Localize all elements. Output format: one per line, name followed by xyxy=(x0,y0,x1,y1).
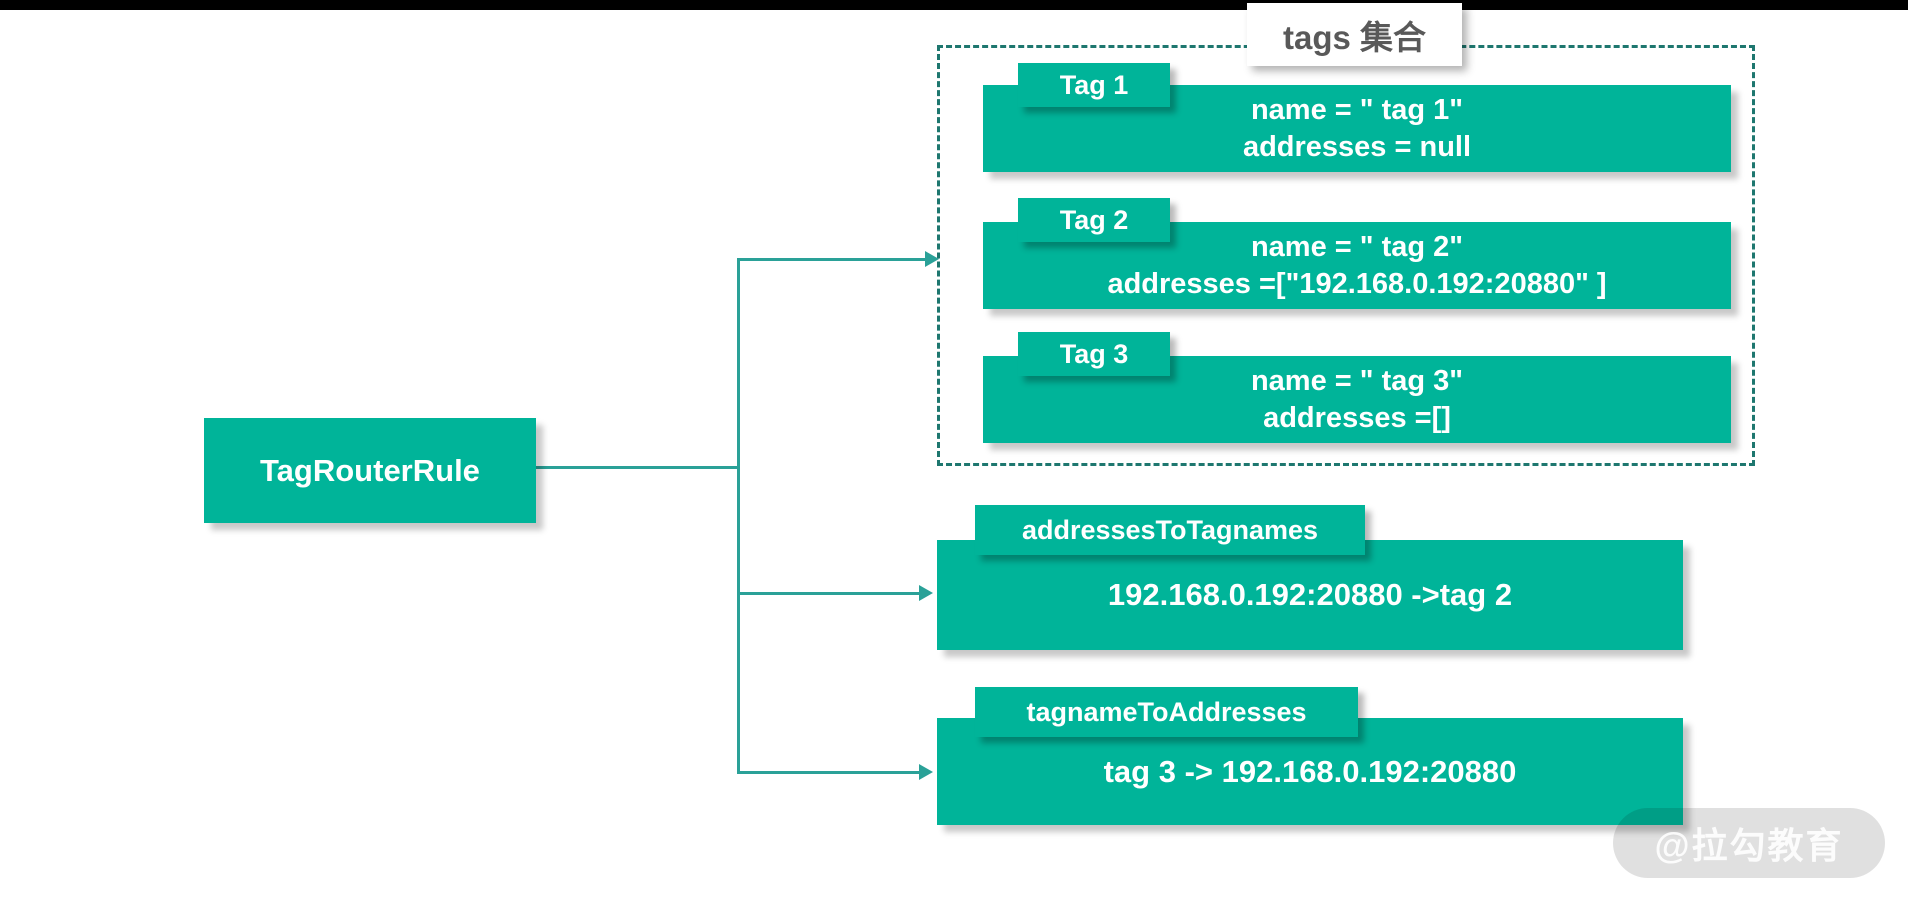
connector-branch-addresses-map xyxy=(737,592,919,595)
arrowhead-addresses-map-icon xyxy=(919,585,933,601)
tag1-label-box: Tag 1 xyxy=(1018,63,1170,107)
connector-branch-tags xyxy=(737,258,925,261)
addresses-to-tagnames-box: 192.168.0.192:20880 ->tag 2 xyxy=(937,540,1683,650)
tagname-to-addresses-label: tagnameToAddresses xyxy=(1026,696,1307,727)
tag2-name-line: name = " tag 2" xyxy=(1250,230,1464,263)
top-black-bar xyxy=(0,0,1908,10)
tag2-label-box: Tag 2 xyxy=(1018,198,1170,242)
watermark-text: @拉勾教育 xyxy=(1654,825,1844,866)
addresses-to-tagnames-label-box: addressesToTagnames xyxy=(975,505,1365,555)
tag-router-rule-label: TagRouterRule xyxy=(260,452,480,488)
tagname-to-addresses-content: tag 3 -> 192.168.0.192:20880 xyxy=(1103,753,1517,789)
tag1-box: name = " tag 1" addresses = null xyxy=(983,85,1731,172)
tag2-box: name = " tag 2" addresses =["192.168.0.1… xyxy=(983,222,1731,309)
addresses-to-tagnames-label: addressesToTagnames xyxy=(1021,514,1319,545)
connector-branch-tagname-map xyxy=(737,771,919,774)
arrowhead-tags-icon xyxy=(925,251,939,267)
tag3-label-box: Tag 3 xyxy=(1018,332,1170,376)
connector-trunk xyxy=(737,258,740,774)
tag3-addresses-line: addresses =[] xyxy=(1263,401,1451,434)
tagname-to-addresses-label-box: tagnameToAddresses xyxy=(975,687,1358,737)
tag2-addresses-line: addresses =["192.168.0.192:20880" ] xyxy=(1107,267,1607,300)
tag3-name-line: name = " tag 3" xyxy=(1250,364,1464,397)
addresses-to-tagnames-content: 192.168.0.192:20880 ->tag 2 xyxy=(1107,577,1513,612)
connector-root-to-trunk xyxy=(536,466,738,469)
tag2-label: Tag 2 xyxy=(1059,204,1129,235)
arrowhead-tagname-map-icon xyxy=(919,764,933,780)
watermark-badge: @拉勾教育 xyxy=(1613,808,1885,878)
tags-group-title: tags 集合 xyxy=(1282,18,1427,56)
tag-router-rule-box: TagRouterRule xyxy=(204,418,536,523)
tag3-label: Tag 3 xyxy=(1059,338,1129,369)
tag1-name-line: name = " tag 1" xyxy=(1250,93,1464,126)
tag1-addresses-line: addresses = null xyxy=(1242,130,1472,163)
tags-group-title-box: tags 集合 xyxy=(1247,3,1462,66)
tag1-label: Tag 1 xyxy=(1059,69,1129,100)
